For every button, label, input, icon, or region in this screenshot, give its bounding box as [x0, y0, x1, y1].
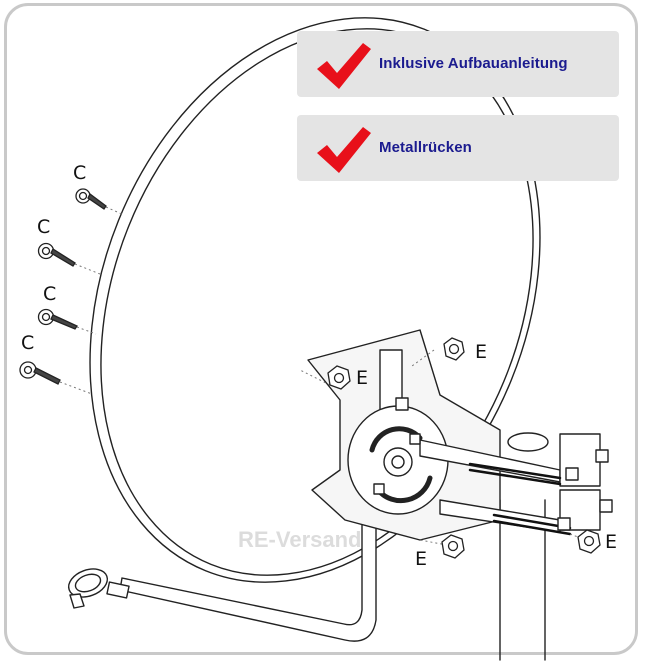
nut-1 [443, 337, 465, 361]
feature-text-metal-back: Metallrücken [379, 139, 472, 156]
feature-text-instructions: Inklusive Aufbauanleitung [379, 55, 568, 72]
screw-4 [19, 361, 61, 385]
loose-nuts [327, 337, 601, 559]
lnb-holder [67, 568, 130, 609]
label-c-1: C [73, 162, 87, 184]
label-e-4: E [605, 531, 618, 553]
nut-3 [441, 534, 465, 559]
feature-badge-metal-back: Metallrücken [297, 115, 619, 181]
watermark: RE-Versand [238, 527, 362, 552]
label-c-4: C [21, 332, 35, 354]
checkmark-icon [317, 43, 371, 89]
label-c-2: C [37, 216, 51, 238]
checkmark-icon [317, 127, 371, 173]
screws [19, 188, 107, 385]
label-e-2: E [356, 367, 369, 389]
label-c-3: C [43, 283, 57, 305]
nut-2 [327, 365, 351, 390]
screw-2 [37, 242, 76, 267]
screw-3 [37, 308, 78, 330]
nut-4 [577, 529, 601, 554]
feature-badge-instructions: Inklusive Aufbauanleitung [297, 31, 619, 97]
label-e-1: E [475, 341, 488, 363]
screw-1 [75, 188, 107, 210]
clamp-nuts [373, 397, 613, 531]
label-e-3: E [415, 548, 428, 570]
